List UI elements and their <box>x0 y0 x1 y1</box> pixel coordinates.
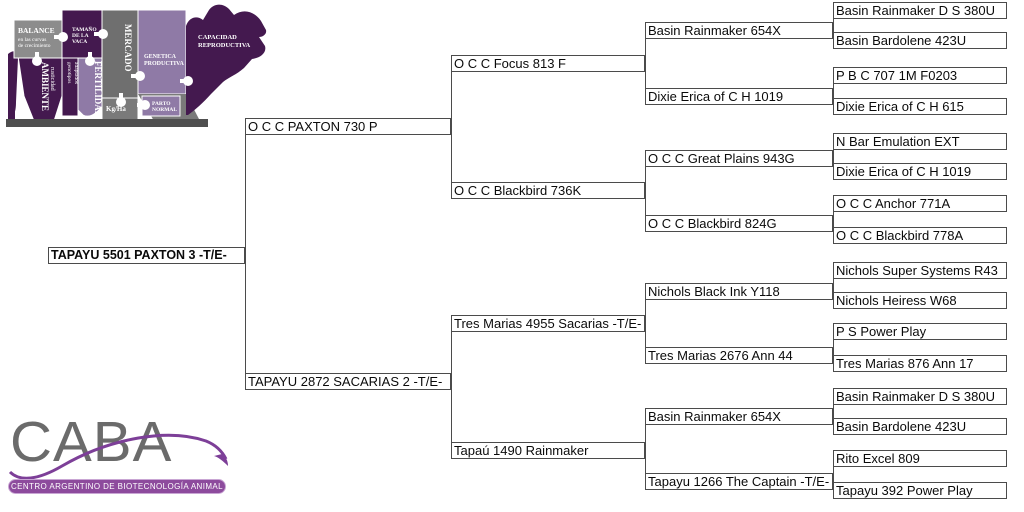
pedigree-node: Tapayu 392 Power Play <box>833 482 1007 499</box>
pedigree-node: Basin Bardolene 423U <box>833 418 1007 435</box>
label-genotipos-2: adaptados <box>73 62 79 84</box>
ground-bar <box>6 119 208 127</box>
pedigree-node: Nichols Black Ink Y118 <box>645 283 833 300</box>
swoosh-tip <box>214 454 228 466</box>
pedigree-node: Tapaú 1490 Rainmaker <box>451 442 645 459</box>
label-genetica-2: PRODUCTIVA <box>144 61 185 67</box>
label-parto-2: NORMAL <box>152 107 177 113</box>
pedigree-connector <box>833 19 834 32</box>
puzzle-knobs <box>32 29 193 110</box>
pedigree-connector <box>451 332 452 442</box>
pedigree-node: Dixie Erica of C H 615 <box>833 98 1007 115</box>
caba-logo-banner: CENTRO ARGENTINO DE BIOTECNOLOGÍA ANIMAL <box>8 479 226 494</box>
bull-tail-shape <box>8 51 19 117</box>
pedigree-node: Basin Rainmaker D S 380U <box>833 2 1007 19</box>
pedigree-connector <box>833 279 834 292</box>
caba-logo: CABA CENTRO ARGENTINO DE BIOTECNOLOGÍA A… <box>6 410 246 500</box>
pedigree-connector <box>645 425 646 473</box>
pedigree-connector <box>645 39 646 88</box>
pedigree-connector <box>833 212 834 227</box>
pedigree-connector <box>833 405 834 418</box>
label-kgha: Kg/Ha <box>106 105 126 113</box>
pedigree-node: P S Power Play <box>833 323 1007 340</box>
label-balance-sub2: de crecimiento <box>18 43 51 49</box>
pedigree-node: O C C Blackbird 824G <box>645 215 833 232</box>
pedigree-subject-node: TAPAYU 5501 PAXTON 3 -T/E- <box>48 247 245 264</box>
label-tamano-1: TAMAÑO <box>72 25 97 33</box>
label-capacidad-1: CAPACIDAD <box>198 34 237 41</box>
pedigree-node: Rito Excel 809 <box>833 450 1007 467</box>
pedigree-node: O C C Blackbird 778A <box>833 227 1007 244</box>
bull-piece-genetica <box>137 9 187 95</box>
label-balance: BALANCE <box>18 26 55 35</box>
pedigree-connector <box>833 467 834 482</box>
pedigree-node: Basin Rainmaker 654X <box>645 408 833 425</box>
pedigree-node: N Bar Emulation EXT <box>833 133 1007 150</box>
pedigree-node: O C C Anchor 771A <box>833 195 1007 212</box>
pedigree-node: Nichols Heiress W68 <box>833 292 1007 309</box>
label-tamano-3: VACA <box>72 39 87 45</box>
pedigree-node: Basin Rainmaker 654X <box>645 22 833 39</box>
swoosh-curve <box>8 433 228 480</box>
pedigree-connector <box>645 300 646 347</box>
pedigree-node: O C C PAXTON 730 P <box>245 118 451 135</box>
pedigree-node: O C C Focus 813 F <box>451 55 645 72</box>
pedigree-node: P B C 707 1M F0203 <box>833 67 1007 84</box>
label-capacidad-2: REPRODUCTIVA <box>198 42 251 49</box>
label-fertilidad: FERTILIDAD <box>93 61 103 118</box>
bull-puzzle-graphic: BALANCE en las curvas de crecimiento TAM… <box>6 4 267 127</box>
pedigree-node: Tapayu 1266 The Captain -T/E- <box>645 473 833 490</box>
pedigree-node: O C C Great Plains 943G <box>645 150 833 167</box>
pedigree-node: Nichols Super Systems R43 <box>833 262 1007 279</box>
pedigree-connector <box>833 340 834 355</box>
pedigree-node: Tres Marias 2676 Ann 44 <box>645 347 833 364</box>
pedigree-connector <box>833 84 834 98</box>
pedigree-node: Basin Bardolene 423U <box>833 32 1007 49</box>
pedigree-connector <box>645 167 646 215</box>
label-parto-1: PARTO <box>152 101 171 107</box>
pedigree-connector <box>451 72 452 182</box>
label-genetica-1: GENETICA <box>144 54 177 60</box>
pedigree-node: O C C Blackbird 736K <box>451 182 645 199</box>
label-rusticidad: rusticidad <box>49 67 55 91</box>
pedigree-node: Dixie Erica of C H 1019 <box>645 88 833 105</box>
pedigree-node: Basin Rainmaker D S 380U <box>833 388 1007 405</box>
pedigree-node: Tres Marias 4955 Sacarias -T/E- <box>451 315 645 332</box>
label-balance-sub1: en las curvas <box>18 37 46 43</box>
pedigree-node: Tres Marias 876 Ann 17 <box>833 355 1007 372</box>
bull-tail-tuft <box>8 104 15 120</box>
pedigree-connector <box>833 150 834 163</box>
pedigree-node: Dixie Erica of C H 1019 <box>833 163 1007 180</box>
label-genotipos-1: genotipos <box>66 62 72 83</box>
pedigree-node: TAPAYU 2872 SACARIAS 2 -T/E- <box>245 373 451 390</box>
label-tamano-2: DE LA <box>72 33 89 39</box>
label-ambiente: AMBIENTE <box>40 62 50 111</box>
label-mercado: MERCADO <box>123 24 133 72</box>
caba-logo-swoosh <box>8 433 228 480</box>
bull-head-shape <box>186 4 267 115</box>
pedigree-connector <box>245 135 246 373</box>
caba-logo-acronym: CABA <box>10 410 173 474</box>
